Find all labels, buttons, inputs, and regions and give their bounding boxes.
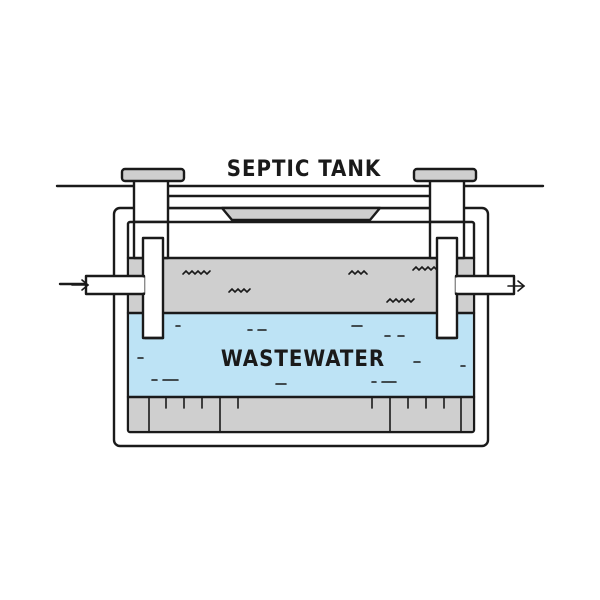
title-label: SEPTIC TANK xyxy=(227,157,382,182)
wastewater-layer xyxy=(129,313,473,397)
scum-squiggles xyxy=(182,265,438,304)
arrow-right-icon xyxy=(507,280,526,292)
tank-lid xyxy=(166,194,436,210)
sludge-ticks xyxy=(148,396,462,433)
sludge-layer xyxy=(129,397,473,431)
inlet-pipe xyxy=(58,167,186,340)
scum-layer xyxy=(129,258,473,313)
water-dashes xyxy=(137,325,466,385)
lid-seal xyxy=(220,206,382,222)
arrow-right-icon xyxy=(71,279,90,291)
wastewater-label: WASTEWATER xyxy=(221,347,385,372)
